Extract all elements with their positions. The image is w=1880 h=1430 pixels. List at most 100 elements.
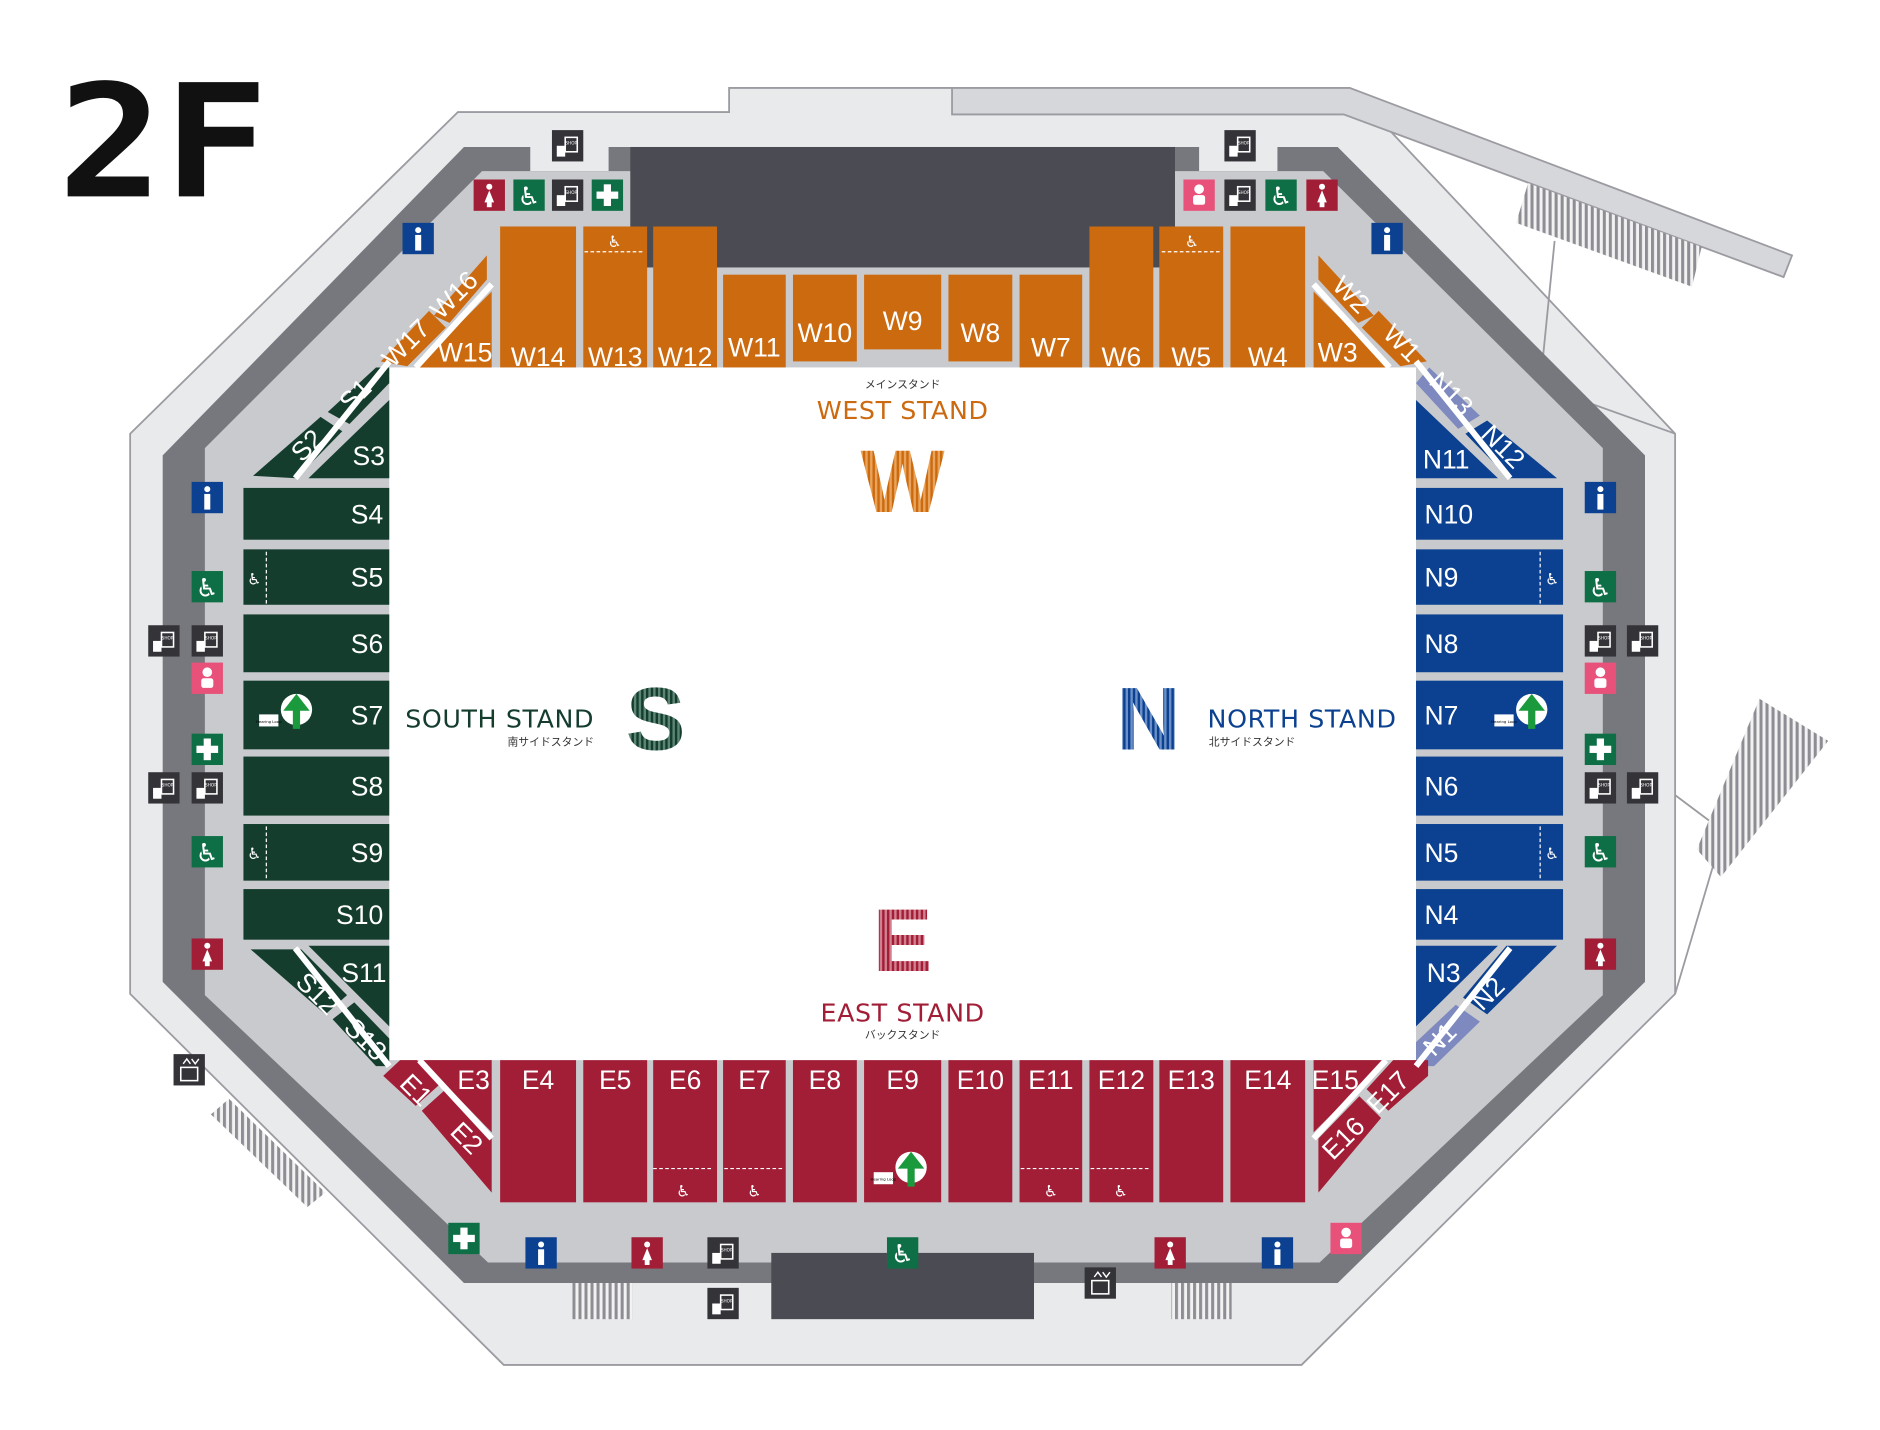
north-stand-logo: N [1116,668,1180,768]
section-s9[interactable]: S9 [243,824,390,881]
section-n4[interactable]: N4 [1416,889,1564,940]
wheelchair-icon: ♿ [1584,836,1617,868]
section-n8[interactable]: N8 [1416,614,1564,673]
section-n11[interactable]: N11 [1416,399,1498,479]
west-stand-subtitle: メインスタンド [865,378,941,391]
shop-label: SHOP [1238,190,1250,195]
section-e8[interactable]: E8 [792,1060,857,1203]
hearing-loop-label: Hearing Loop [256,719,282,724]
section-s10[interactable]: S10 [243,889,390,940]
section-n5[interactable]: N5 [1416,824,1564,881]
section-label: E13 [1168,1065,1215,1095]
shop-label: SHOP [162,636,174,641]
section-n9[interactable]: N9 [1416,549,1564,605]
baby-care-icon [191,662,223,694]
section-label: W14 [511,342,566,372]
divider [1413,946,1513,1069]
section-label: N6 [1424,772,1458,802]
wheelchair-seating-icon: ♿ [1020,1167,1081,1200]
section-w8[interactable]: W8 [948,274,1013,362]
section-e7[interactable]: E7 [723,1060,786,1203]
section-w11[interactable]: W11 [723,274,786,368]
section-e10[interactable]: E10 [948,1060,1013,1203]
wheelchair-seating-icon: ♿ [1090,1167,1151,1200]
wheelchair-seating-icon: ♿ [247,551,267,605]
wheelchair-icon: ♿ [191,571,223,603]
divider [292,946,392,1069]
svg-text:♿: ♿ [747,1181,761,1200]
section-s11[interactable]: S11 [308,945,390,1027]
section-w10[interactable]: W10 [792,274,857,362]
section-w16[interactable]: W16 [424,255,487,325]
section-w13[interactable]: W13 [583,226,648,372]
east-stand-name: EAST STAND [821,999,985,1028]
north-stand-title: N NORTH STAND 北サイドスタンド [1116,668,1396,768]
hearing-loop-label: Hearing Loop [871,1177,897,1182]
svg-text:♿: ♿ [1185,232,1199,251]
section-s5[interactable]: S5 [243,549,390,605]
section-s3[interactable]: S3 [308,399,390,479]
floor-label: 2F [58,51,269,233]
shop-icon: SHOP [1584,625,1617,657]
section-n3[interactable]: N3 [1416,945,1498,1027]
south-stand-logo: S [626,668,685,768]
section-e12[interactable]: E12 [1089,1060,1154,1203]
section-label: E6 [669,1065,701,1095]
svg-text:♿: ♿ [247,569,261,588]
section-w9[interactable]: W9 [864,274,942,350]
section-label: W10 [798,318,853,348]
women-restroom-icon [631,1237,663,1269]
section-label: W4 [1248,342,1288,372]
section-e5[interactable]: E5 [583,1060,648,1203]
men-restroom-icon [1584,481,1617,514]
stairs [1696,698,1829,878]
section-label: N4 [1424,900,1458,930]
section-label: W5 [1171,342,1211,372]
svg-text:♿: ♿ [1589,838,1612,867]
section-n6[interactable]: N6 [1416,756,1564,816]
wheelchair-icon: ♿ [1584,571,1617,603]
section-w12[interactable]: W12 [653,226,718,372]
svg-text:♿: ♿ [1270,182,1293,211]
women-restroom-icon [191,938,223,970]
shop-label: SHOP [1238,141,1250,146]
south-stand-name: SOUTH STAND [405,705,594,734]
divider [1413,359,1513,481]
east-stand-logo: E [873,890,932,990]
section-e11[interactable]: E11 [1019,1060,1083,1203]
shop-icon: SHOP [1584,772,1617,804]
divider [1311,282,1392,370]
section-s6[interactable]: S6 [243,614,390,673]
section-w7[interactable]: W7 [1019,274,1083,368]
section-w6[interactable]: W6 [1089,226,1154,372]
women-restroom-icon [473,179,505,211]
section-s8[interactable]: S8 [243,756,390,816]
baby-care-icon [1183,179,1215,211]
section-w4[interactable]: W4 [1230,226,1306,372]
section-w14[interactable]: W14 [500,226,577,372]
first-aid-icon [191,733,223,765]
section-label: E3 [457,1065,489,1095]
north-stand-name: NORTH STAND [1208,705,1397,734]
section-w5[interactable]: W5 [1159,226,1224,372]
svg-text:♿: ♿ [1545,569,1559,588]
section-e14[interactable]: E14 [1230,1060,1306,1203]
men-restroom-icon [191,481,223,514]
svg-text:♿: ♿ [247,844,261,863]
section-s4[interactable]: S4 [243,487,390,540]
section-e4[interactable]: E4 [500,1060,577,1203]
section-label: E11 [1028,1065,1073,1095]
section-label: W11 [728,333,781,363]
wheelchair-seating-icon: ♿ [1161,232,1222,253]
section-n10[interactable]: N10 [1416,487,1564,540]
section-e6[interactable]: E6 [653,1060,718,1203]
west-stand-logo: W [861,431,946,531]
east-stand-title: E EAST STAND バックスタンド [821,890,985,1041]
south-stand-title: SOUTH STAND 南サイドスタンド S [405,668,685,768]
divider [413,282,494,370]
section-label: E9 [886,1065,918,1095]
svg-text:♿: ♿ [1545,844,1559,863]
section-e13[interactable]: E13 [1159,1060,1224,1203]
section-e9[interactable]: E9 [864,1060,942,1203]
